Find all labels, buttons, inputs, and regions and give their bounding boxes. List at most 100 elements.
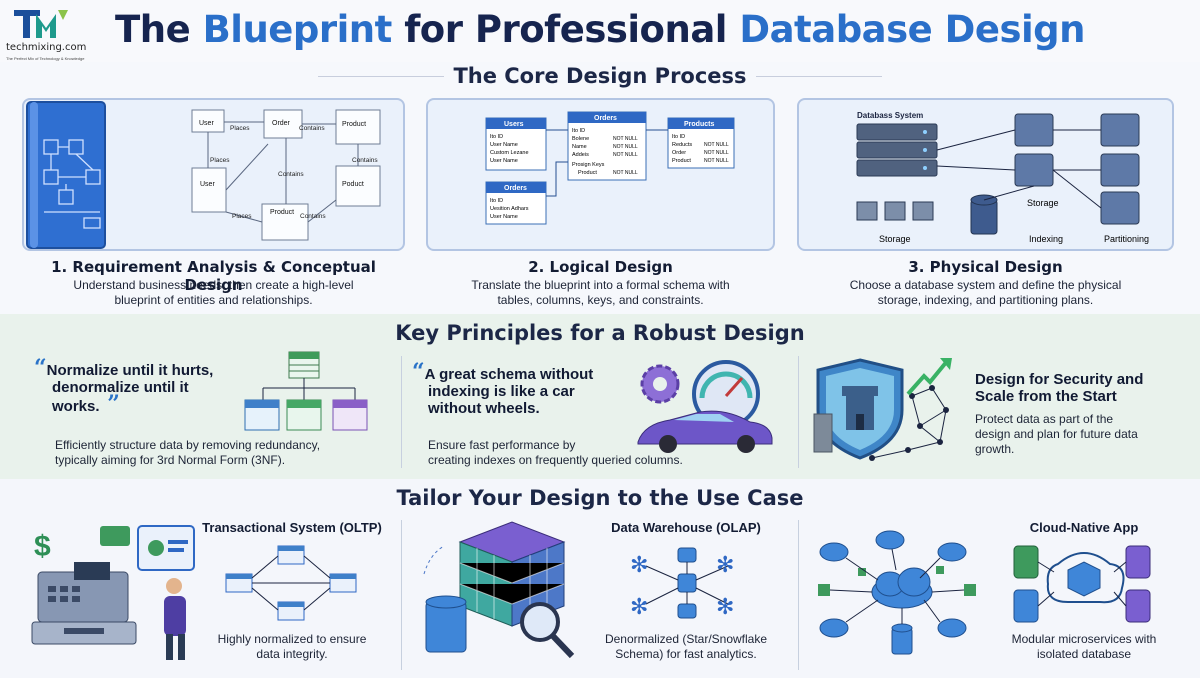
step-1-desc-line-2: blueprint of entities and relationships. <box>114 293 313 307</box>
olap-desc-line-1: Denormalized (Star/Snowflake <box>604 632 768 646</box>
cloud-network-icon <box>818 530 976 655</box>
oltp-desc: Highly normalized to ensure data integri… <box>196 632 388 662</box>
normalize-quote-line-1-text: Normalize until it hurts, <box>46 362 214 379</box>
database-icon <box>425 595 467 653</box>
svg-text:Reducts: Reducts <box>672 142 692 148</box>
brand-name: techmixing.com <box>6 42 87 53</box>
security-desc-line-1: Protect data as part of the <box>975 412 1114 426</box>
step-2-desc-line-1: Translate the blueprint into a formal sc… <box>471 278 730 292</box>
divider-line <box>798 520 799 670</box>
step-2-desc: Translate the blueprint into a formal sc… <box>426 278 775 308</box>
er-rel-places-2: Places <box>210 157 230 164</box>
svg-text:NOT NULL: NOT NULL <box>704 150 729 156</box>
svg-text:User Name: User Name <box>490 158 518 164</box>
er-rel-contains: Contains <box>299 125 325 132</box>
quote-open-icon: “ <box>412 359 425 385</box>
svg-text:Addeis: Addeis <box>572 152 589 158</box>
principles-section <box>0 314 1200 479</box>
indexing-quote-line-1: “A great schema without <box>412 361 622 383</box>
indexing-quote-line-3: without wheels. <box>428 400 540 417</box>
svg-text:Products: Products <box>684 121 714 128</box>
svg-text:✻: ✻ <box>716 594 734 619</box>
indexing-desc-line-2: creating indexes on frequently queried c… <box>428 453 683 467</box>
security-heading-line-2: Scale from the Start <box>975 388 1117 405</box>
storage-disks-icon <box>856 201 934 221</box>
blueprint-scroll-icon <box>26 101 106 249</box>
svg-text:Bolene: Bolene <box>572 136 589 142</box>
schema-diagram: Users Ito ID User Name Custom Lezane Use… <box>485 111 735 225</box>
normalize-quote: “Normalize until it hurts, denormalize u… <box>34 357 244 417</box>
svg-text:✻: ✻ <box>716 552 734 577</box>
brand-logo[interactable]: techmixing.com The Perfect Mix of Techno… <box>6 4 96 62</box>
indexing-quote-line-1-text: A great schema without <box>424 366 594 383</box>
olap-title: Data Warehouse (OLAP) <box>611 520 761 535</box>
section-heading-principles: Key Principles for a Robust Design <box>395 321 805 345</box>
er-diagram: User Order Product User Product Poduct P… <box>26 101 381 249</box>
svg-text:User Name: User Name <box>490 142 518 148</box>
oltp-desc-line-1: Highly normalized to ensure <box>217 632 367 646</box>
title-part1: The <box>115 8 203 51</box>
step-2-desc-line-2: tables, columns, keys, and constraints. <box>497 293 704 307</box>
step-3-desc-line-2: storage, indexing, and partitioning plan… <box>877 293 1094 307</box>
er-entity-order: Order <box>272 120 291 127</box>
quote-open-icon: “ <box>34 355 47 381</box>
olap-desc: Denormalized (Star/Snowflake Schema) for… <box>588 632 784 662</box>
svg-text:Orders: Orders <box>504 185 527 192</box>
svg-text:User Name: User Name <box>490 214 518 220</box>
security-heading: Design for Security and Scale from the S… <box>975 371 1175 405</box>
security-desc-line-3: growth. <box>975 442 1015 456</box>
step-3-desc-line-1: Choose a database system and define the … <box>849 278 1122 292</box>
cash-register-icon: $ <box>31 525 195 660</box>
brand-tagline: The Perfect Mix of Technology & Knowledg… <box>6 56 85 61</box>
step-1-title: 1. Requirement Analysis & Conceptual Des… <box>51 258 376 294</box>
svg-text:Custom Lezane: Custom Lezane <box>490 150 529 156</box>
er-entity-user-2: User <box>200 181 215 188</box>
step-1-desc-line-1: Understand business needs, then create a… <box>73 278 354 292</box>
quote-close-icon: ” <box>99 391 120 417</box>
cloud-desc-line-1: Modular microservices with <box>1011 632 1157 646</box>
logical-design-panel: Users Ito ID User Name Custom Lezane Use… <box>426 98 775 251</box>
snowflake-schema-icon: ✻✻✻✻ <box>630 547 734 619</box>
table-orders: Orders Ito ID Bolene NOT NULL Name NOT N… <box>567 111 647 181</box>
svg-text:Ito ID: Ito ID <box>672 134 685 140</box>
svg-text:Name: Name <box>572 144 587 150</box>
physical-design-panel: Databass System <box>797 98 1174 251</box>
svg-text:Ito ID: Ito ID <box>490 134 503 140</box>
section-heading-usecases: Tailor Your Design to the Use Case <box>396 486 804 510</box>
page-title: The Blueprint for Professional Database … <box>0 8 1200 51</box>
svg-text:Product: Product <box>672 158 691 164</box>
er-entity-product-2: Product <box>270 209 294 216</box>
er-rel-contains-4: Contains <box>300 213 326 220</box>
svg-text:Ito ID: Ito ID <box>572 128 585 134</box>
physical-diagram: Databass System <box>856 111 1149 244</box>
step-3-desc: Choose a database system and define the … <box>797 278 1174 308</box>
indexing-desc-line-1: Ensure fast performance by <box>428 438 576 452</box>
er-rel-contains-3: Contains <box>278 171 304 178</box>
cloud-title: Cloud-Native App <box>1029 520 1139 535</box>
partitioning-label: Partitioning <box>1104 234 1149 244</box>
er-rel-places: Places <box>230 125 250 132</box>
security-desc-line-2: design and plan for future data <box>975 427 1138 441</box>
security-shield-icon <box>813 358 952 461</box>
storage-label: Storage <box>879 234 911 244</box>
svg-text:NOT NULL: NOT NULL <box>613 170 638 176</box>
svg-text:Ito ID: Ito ID <box>490 198 503 204</box>
svg-text:Users: Users <box>504 121 524 128</box>
microservice-databases-icon <box>1013 545 1151 623</box>
header: techmixing.com The Perfect Mix of Techno… <box>0 0 1200 62</box>
svg-text:NOT NULL: NOT NULL <box>704 142 729 148</box>
normalize-quote-line-3-text: works. <box>52 398 100 415</box>
svg-text:NOT NULL: NOT NULL <box>613 136 638 142</box>
storage-label-2: Storage <box>1027 198 1059 208</box>
server-rack-icon <box>856 123 938 177</box>
er-entity-user: User <box>199 120 214 127</box>
title-highlight-1: Blueprint <box>202 8 393 51</box>
step-2-title: 2. Logical Design <box>528 258 673 276</box>
divider-line <box>318 76 444 77</box>
divider-line <box>756 76 882 77</box>
er-entity-product-3: Poduct <box>342 181 364 188</box>
svg-text:Prosign Keys: Prosign Keys <box>572 162 605 168</box>
svg-text:✻: ✻ <box>630 594 648 619</box>
svg-text:Uesition Adhars: Uesition Adhars <box>490 206 529 212</box>
index-cylinder-icon <box>970 194 998 235</box>
